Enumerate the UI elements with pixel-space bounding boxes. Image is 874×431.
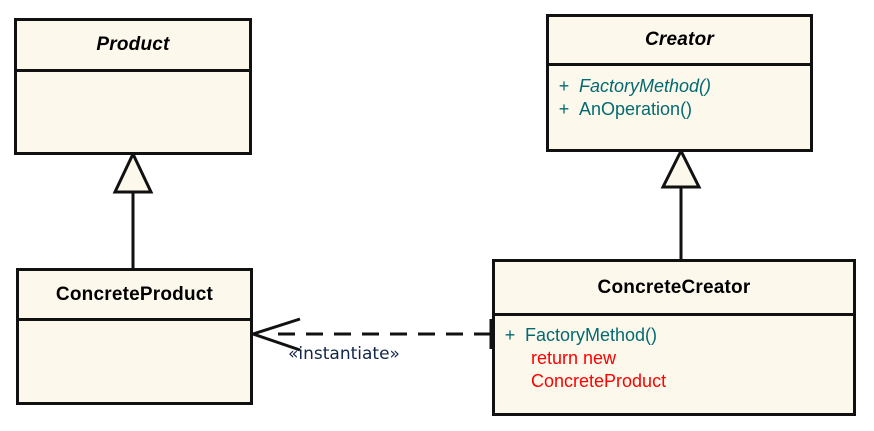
class-name-product: Product [96,34,170,55]
class-box-creator[interactable]: Creator + FactoryMethod() + AnOperation(… [546,14,813,152]
class-header-product: Product [17,21,249,72]
member-row-anoperation[interactable]: + AnOperation() [549,98,810,121]
member-name-factorymethod: FactoryMethod() [579,76,712,96]
stereotype-label-instantiate: «instantiate» [288,344,400,364]
class-box-concreteproduct[interactable]: ConcreteProduct [16,268,253,405]
visibility-marker-public: + [558,76,570,96]
class-name-concreteproduct: ConcreteProduct [55,283,214,305]
class-body-concretecreator: + FactoryMethod() return new ConcretePro… [495,316,853,393]
class-header-concreteproduct: ConcreteProduct [19,271,250,321]
class-header-concretecreator: ConcreteCreator [495,262,853,316]
visibility-marker-public: + [558,99,570,120]
class-box-concretecreator[interactable]: ConcreteCreator + FactoryMethod() return… [492,259,856,416]
generalization-concreteproduct-product [112,150,154,268]
class-body-concreteproduct [19,321,250,327]
class-body-creator: + FactoryMethod() + AnOperation() [549,66,810,121]
member-row-factorymethod-impl[interactable]: + FactoryMethod() [495,324,853,347]
code-line-return-new: return new [531,348,617,369]
member-row-factorymethod[interactable]: + FactoryMethod() [549,75,810,98]
visibility-marker-public: + [504,325,516,345]
generalization-concretecreator-creator [660,147,702,259]
member-name-factorymethod-impl: FactoryMethod() [525,325,658,345]
class-name-creator: Creator [645,29,714,50]
class-name-concretecreator: ConcreteCreator [597,276,751,298]
class-body-product [17,72,249,78]
class-box-product[interactable]: Product [14,18,252,155]
code-line-concreteproduct: ConcreteProduct [531,371,667,392]
generalization-arrowhead-left [112,150,154,194]
class-header-creator: Creator [549,17,810,66]
generalization-arrowhead-right [660,147,702,189]
member-name-anoperation: AnOperation() [579,99,693,120]
